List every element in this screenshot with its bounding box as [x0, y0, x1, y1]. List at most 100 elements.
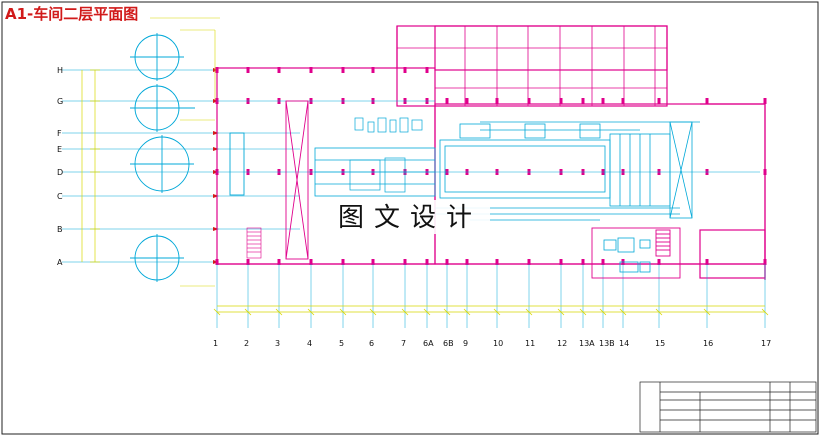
dimension-tick [369, 308, 377, 316]
column-axis-label: 17 [761, 339, 771, 348]
row-axis-marker [213, 227, 219, 231]
column-post [495, 98, 499, 104]
staircase-left [246, 227, 262, 259]
title-block [639, 381, 817, 433]
tank-dimension-lines [150, 17, 220, 287]
column-axis-label: 13B [599, 339, 615, 348]
dimension-tick [244, 308, 252, 316]
column-post [341, 67, 345, 73]
column-axis-label: 4 [307, 339, 312, 348]
dimension-tick [275, 308, 283, 316]
column-post [601, 98, 605, 104]
column-post [657, 98, 661, 104]
row-axis-label: B [57, 225, 63, 234]
dimension-tick [655, 308, 663, 316]
column-post [403, 67, 407, 73]
column-posts [215, 67, 767, 265]
row-axis-label: C [57, 192, 63, 201]
column-axis-label: 12 [557, 339, 567, 348]
column-axis-lines [216, 264, 766, 328]
column-post [371, 67, 375, 73]
column-post [621, 98, 625, 104]
column-axis-label: 6 [369, 339, 374, 348]
equipment-room-right [591, 227, 681, 279]
column-post [559, 259, 563, 265]
column-axis-label: 6A [423, 339, 434, 348]
column-axis-label: 2 [244, 339, 249, 348]
watermark-text: 图文设计 [338, 203, 482, 233]
column-post [309, 259, 313, 265]
column-post [495, 259, 499, 265]
column-post [581, 98, 585, 104]
row-axis-label: A [57, 258, 63, 267]
column-post [445, 98, 449, 104]
column-post [705, 259, 709, 265]
column-post [341, 259, 345, 265]
column-axis-label: 10 [493, 339, 503, 348]
column-post [705, 98, 709, 104]
dimension-tick [599, 308, 607, 316]
column-post [371, 259, 375, 265]
row-axis-label: G [57, 97, 63, 106]
column-axis-label: 14 [619, 339, 629, 348]
column-axis-label: 7 [401, 339, 406, 348]
row-axis-marker [213, 194, 219, 198]
storage-tanks [130, 33, 195, 282]
column-post [215, 67, 219, 73]
column-axis-label: 1 [213, 339, 218, 348]
column-post [657, 259, 661, 265]
column-post [425, 67, 429, 73]
column-axis-label: 15 [655, 339, 665, 348]
dimension-tick [423, 308, 431, 316]
dimension-tick [619, 308, 627, 316]
watermark-backdrop [330, 200, 490, 234]
column-post [527, 98, 531, 104]
production-line [314, 121, 700, 221]
row-axis-label: F [57, 129, 62, 138]
braced-bay [285, 100, 309, 260]
column-post [465, 98, 469, 104]
dimension-tick [579, 308, 587, 316]
dimension-tick [525, 308, 533, 316]
row-axis-lines [62, 69, 217, 263]
bottom-dimension-chain [217, 305, 765, 313]
column-post [763, 169, 767, 175]
column-axis-label: 9 [463, 339, 468, 348]
column-post [215, 259, 219, 265]
column-post [277, 259, 281, 265]
row-axis-label: E [57, 145, 62, 154]
dimension-tick [213, 308, 221, 316]
column-post [581, 259, 585, 265]
column-post [763, 259, 767, 265]
column-post [246, 259, 250, 265]
building-walls [216, 25, 766, 280]
equipment-room-items [603, 237, 651, 273]
dimension-tick [557, 308, 565, 316]
column-post [527, 259, 531, 265]
column-axis-label: 16 [703, 339, 713, 348]
dimension-tick [761, 308, 769, 316]
dimension-tick [307, 308, 315, 316]
dimension-tick [463, 308, 471, 316]
column-post [559, 98, 563, 104]
column-post [601, 259, 605, 265]
row-axis-marker [213, 147, 219, 151]
column-post [445, 259, 449, 265]
equipment-cluster [349, 117, 423, 193]
dimension-tick [401, 308, 409, 316]
column-post [309, 67, 313, 73]
column-axis-label: 6B [443, 339, 454, 348]
row-axis-label: D [57, 168, 63, 177]
dimension-tick [339, 308, 347, 316]
left-dimension-chain [81, 69, 100, 263]
column-post [425, 259, 429, 265]
column-post [763, 98, 767, 104]
column-post [246, 67, 250, 73]
upper-frame-grid [397, 26, 667, 106]
row-axis-marker [213, 131, 219, 135]
dimension-tick [443, 308, 451, 316]
equipment-box-left [229, 132, 245, 196]
